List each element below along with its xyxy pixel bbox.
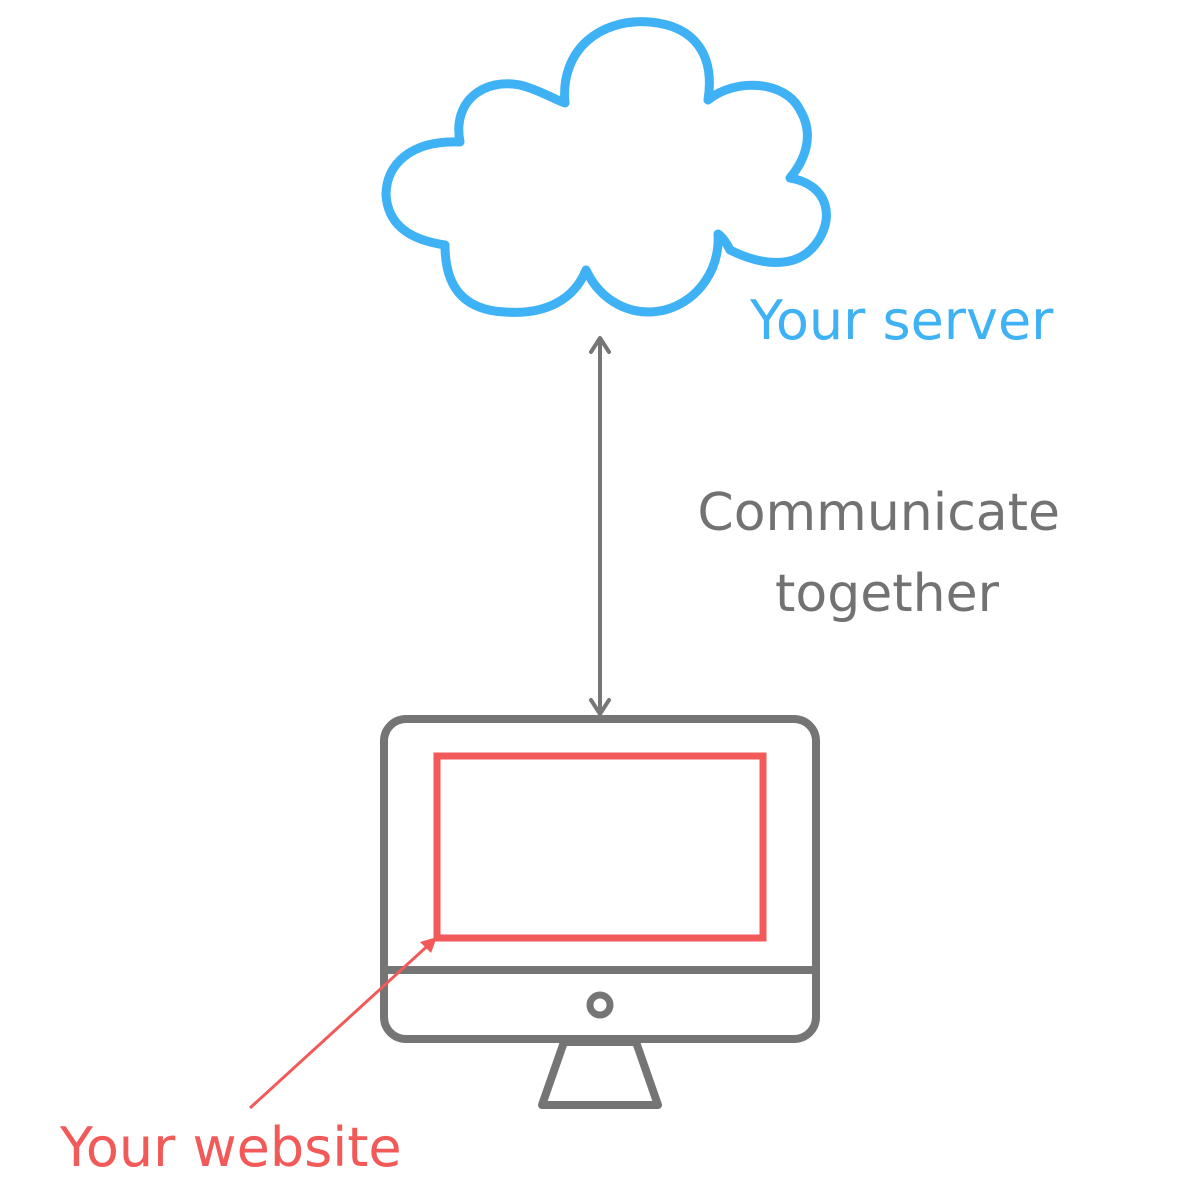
bidirectional-arrow-icon: [589, 336, 611, 716]
desktop-monitor-icon: [380, 715, 820, 1109]
cloud-icon: [381, 17, 831, 317]
server-label: Your server: [749, 289, 1054, 352]
communicate-label: Communicate together: [697, 483, 1076, 624]
monitor-body: [380, 715, 820, 1043]
arrow-head-up: [589, 336, 611, 354]
website-label: Your website: [59, 1116, 402, 1179]
monitor-power-button-icon: [586, 991, 614, 1019]
communicate-label-line2: together: [775, 564, 1000, 624]
website-pointer-arrow-icon: [248, 937, 437, 1110]
website-pointer-line: [248, 938, 436, 1110]
monitor-stand: [538, 1038, 662, 1109]
cloud-outline: [381, 17, 831, 317]
website-pointer-head: [420, 937, 437, 953]
arrow-head-down: [589, 698, 611, 716]
communicate-label-line1: Communicate: [697, 483, 1060, 543]
website-screen: [433, 752, 767, 942]
